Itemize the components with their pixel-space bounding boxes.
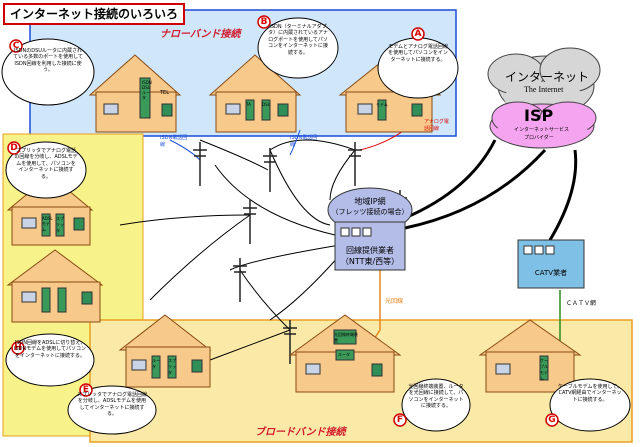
bubbles (1, 17, 631, 435)
bubble-d-text: スプリッタでアナログ電話の回線を分岐し、ADSLモデムを使用して、パソコンをイン… (14, 148, 78, 180)
device-modem-a: モデム (376, 102, 388, 107)
house-c (88, 54, 182, 133)
marker-b: B (260, 17, 268, 27)
catv-label: CATV業者 (534, 269, 568, 277)
bubble-f-text: 光回線終端装置、ルータを光回線に接続して、パソコンをインターネットに接続する。 (408, 384, 464, 410)
bubble-a-text: モデムとアナログ電話回線を使用してパソコンをインターネットに接続する。 (388, 44, 448, 63)
hikari-line-label: 光回線 (385, 298, 404, 305)
device-adsl-modem-d: ADSLモデム (42, 216, 53, 232)
connection-lines (119, 114, 578, 380)
device-router-e: ルータ (152, 358, 160, 369)
regional-net-line2: （フレッツ接続の場合） (331, 208, 409, 216)
catv-building (517, 239, 585, 289)
device-dsu: DSU (262, 102, 271, 107)
marker-a: A (414, 29, 422, 39)
house-f (288, 314, 402, 393)
isp-sub1: インターネットサービス (514, 127, 570, 133)
house-g (478, 319, 582, 393)
isp-cloud (489, 101, 597, 149)
isp-title: ISP (524, 106, 554, 125)
marker-f: F (396, 415, 404, 425)
carrier-line1: 回線提供業者 (346, 246, 394, 255)
house-b (208, 54, 302, 133)
isdn-line-label-2: ISDN電話回線 (290, 135, 318, 148)
marker-h: H (14, 343, 22, 353)
marker-e: E (82, 385, 90, 395)
house-h (6, 249, 104, 323)
device-ta: TA (246, 102, 251, 107)
device-splitter-e: スプリッタ (168, 358, 176, 375)
marker-g: G (548, 415, 556, 425)
marker-c: C (12, 41, 20, 51)
broadband-label: ブロードバンド接続 (255, 427, 346, 438)
page-title: インターネット接続のいろいろ (3, 3, 185, 25)
bubble-h-text: ISDN回線をADSLに切り替え、ISDNモデムを使用してパソコンをインターネッ… (14, 340, 86, 359)
isdn-line-label-1: ISDN電話回線 (160, 135, 188, 148)
marker-d: D (10, 143, 18, 153)
device-router-f: ルータ (338, 352, 350, 357)
device-onu: 光回線終端装置 (334, 332, 358, 343)
bubble-e-text: スプリッタでアナログ電話回線を分岐し、ADSLモデムを使用してインターネットに接… (77, 392, 147, 418)
house-d (6, 174, 94, 246)
bubble-c-text: ISDNのDSUルータに内蔵されている多数のポートを使用してISDN回線を利用し… (13, 48, 83, 74)
internet-label-en: The Internet (524, 85, 564, 94)
bubble-g-text: ケーブルモデムを使用して、CATV網経由でインターネットに接続する。 (557, 384, 623, 403)
device-cable-modem: ケーブルモデム (540, 358, 548, 381)
catv-line-label: ＣＡＴＶ網 (566, 300, 597, 307)
device-tel-c: TEL (160, 90, 169, 96)
device-splitter-d: スプリッタ (56, 216, 64, 233)
bubble-b-text: ISDN（ターミナルアダプタ）に内蔵されているアナログポートを使用してパソコンを… (267, 24, 328, 56)
internet-label-jp: インターネット (505, 70, 590, 84)
carrier-building (334, 221, 406, 271)
regional-net-line1: 地域IP網 (354, 197, 386, 206)
isp-sub2: プロバイダー (524, 135, 554, 141)
device-isdn-dsu-router: ISDN DSUルータ (142, 80, 152, 100)
narrowband-label: ナローバンド接続 (160, 29, 241, 40)
markers (7, 15, 559, 427)
analog-line-label: アナログ電話回線 (424, 119, 449, 132)
carrier-line2: （NTT東/西等） (340, 257, 400, 266)
house-e (118, 314, 212, 388)
